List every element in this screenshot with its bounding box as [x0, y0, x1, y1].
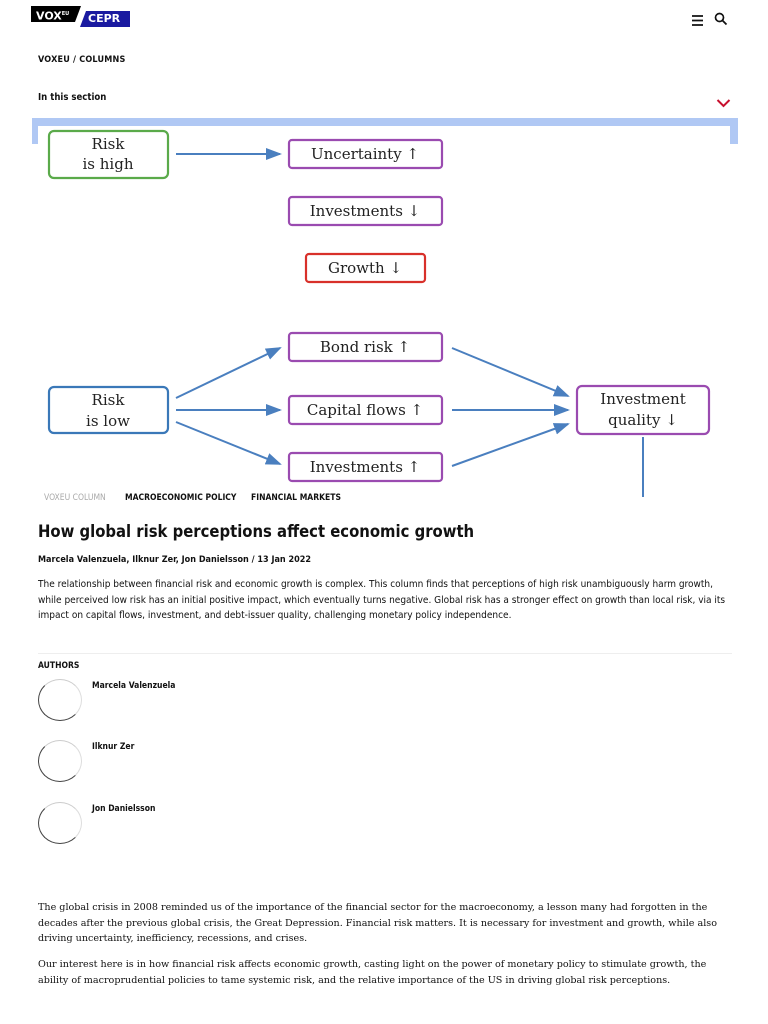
logo-cepr-text: CEPR [88, 12, 121, 25]
breadcrumb[interactable]: VOXEU / COLUMNS [38, 55, 126, 65]
label: is low [86, 412, 130, 430]
box-investments-up [287, 451, 444, 483]
label: Investment [600, 390, 685, 408]
section-label[interactable]: In this section [38, 92, 107, 103]
label: Investments ↓ [310, 202, 421, 220]
label: Risk [92, 135, 126, 153]
label: Investments ↑ [310, 458, 421, 476]
box-bond-risk [287, 331, 444, 363]
authors-label: AUTHORS [38, 661, 80, 671]
byline: Marcela Valenzuela, Ilknur Zer, Jon Dani… [38, 555, 312, 565]
divider [38, 653, 732, 654]
author-name[interactable]: Jon Danielsson [92, 804, 156, 814]
box-uncertainty [287, 138, 444, 170]
tag-macroeconomic-policy[interactable]: MACROECONOMIC POLICY [125, 493, 237, 503]
label: Uncertainty ↑ [311, 145, 419, 163]
box-capital-flows [287, 394, 444, 426]
author-name[interactable]: Marcela Valenzuela [92, 681, 176, 691]
avatar[interactable] [38, 740, 82, 782]
diagram: Risk is high Uncertainty ↑ Investments ↓… [38, 126, 730, 497]
label: quality ↓ [608, 411, 678, 429]
author-name[interactable]: Ilknur Zer [92, 742, 135, 752]
label: Bond risk ↑ [320, 338, 410, 356]
tag-financial-markets[interactable]: FINANCIAL MARKETS [251, 493, 341, 503]
article-lead: The relationship between financial risk … [38, 579, 726, 622]
label: Growth ↓ [328, 259, 402, 277]
chevron-down-icon[interactable] [716, 93, 731, 112]
logo-vox[interactable]: VOXEU [31, 6, 81, 22]
search-icon[interactable] [714, 11, 728, 30]
arrow [175, 421, 282, 465]
article-title: How global risk perceptions affect econo… [38, 522, 475, 541]
hamburger-icon[interactable] [691, 12, 704, 31]
logo-cepr[interactable]: CEPR [80, 11, 130, 27]
label: Risk [92, 391, 126, 409]
box-growth [304, 252, 427, 284]
arrow [451, 423, 570, 467]
label: Capital flows ↑ [307, 401, 423, 419]
arrow [175, 347, 282, 399]
logo-vox-text: VOX [36, 9, 62, 23]
box-risk-high [47, 129, 170, 180]
logo-vox-sup: EU [61, 11, 70, 17]
arrow [451, 347, 570, 397]
avatar[interactable] [38, 802, 82, 844]
box-investment-quality [575, 384, 711, 436]
tag-voxeu-column[interactable]: VOXEU COLUMN [44, 493, 106, 503]
avatar[interactable] [38, 679, 82, 721]
label: is high [83, 155, 134, 173]
box-investments-down [287, 195, 444, 227]
box-risk-low [47, 385, 170, 435]
paragraph: The global crisis in 2008 reminded us of… [38, 902, 718, 945]
paragraph: Our interest here is in how financial ri… [38, 959, 707, 986]
